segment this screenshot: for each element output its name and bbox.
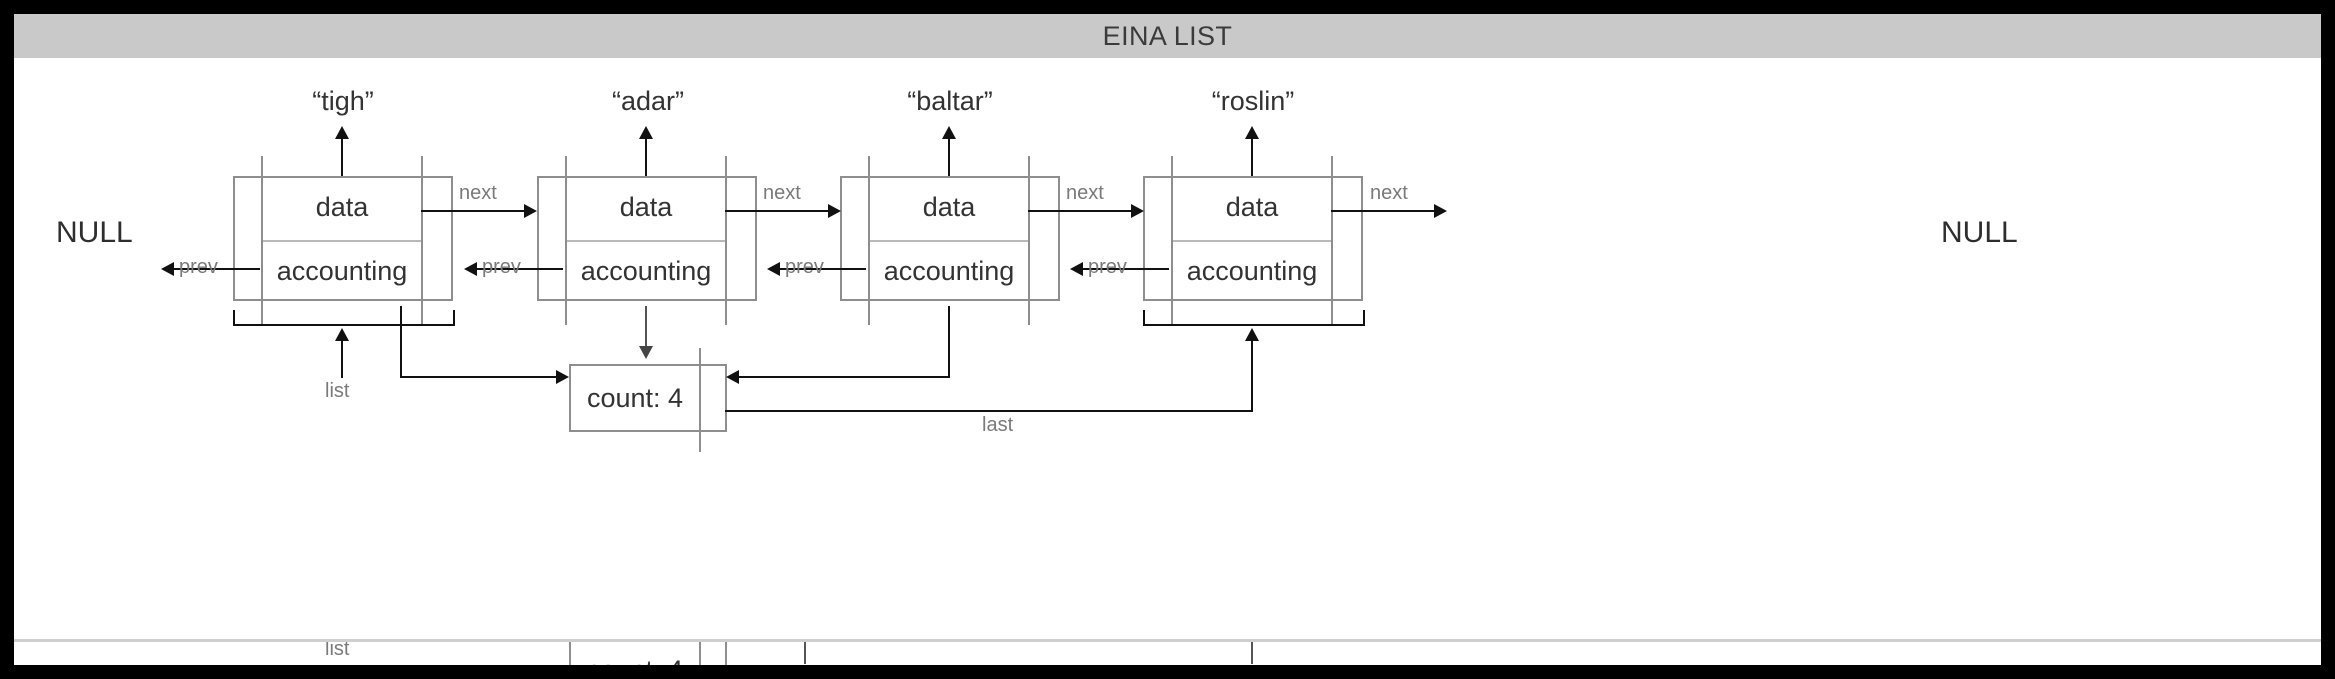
node-data-cell: data xyxy=(922,191,976,222)
node-body: data accounting xyxy=(567,178,725,299)
list-node-3[interactable]: data accounting xyxy=(840,156,1060,325)
last-pointer-shaft xyxy=(1251,338,1253,412)
clipped-next-diagram: list count: 4 xyxy=(14,642,2321,665)
next-label-3: next xyxy=(1066,182,1104,204)
next-arrow-shaft-3 xyxy=(1028,210,1133,212)
next-arrow-shaft-1 xyxy=(421,210,526,212)
node3-count-shaft xyxy=(948,306,950,376)
clipped-shaft-b xyxy=(1251,642,1253,664)
page-title: EINA LIST xyxy=(1102,20,1233,51)
node-next-divider xyxy=(421,156,423,325)
node-body: data accounting xyxy=(263,178,421,299)
count-box-divider xyxy=(699,348,701,452)
next-arrow-shaft-4 xyxy=(1331,210,1436,212)
node3-count-bar xyxy=(739,376,950,378)
data-arrow-head-2 xyxy=(639,126,653,139)
data-arrow-head-1 xyxy=(335,126,349,139)
prev-arrow-shaft-3 xyxy=(780,268,866,270)
node1-bracket-bar xyxy=(233,324,455,326)
node4-bracket-bar xyxy=(1143,324,1365,326)
clipped-count-box: count: 4 xyxy=(569,642,727,665)
node2-count-shaft xyxy=(645,306,647,348)
node-data-cell: data xyxy=(619,191,673,222)
data-arrow-head-3 xyxy=(942,126,956,139)
node-accounting-cell: accounting xyxy=(1173,240,1331,301)
prev-label-4: prev xyxy=(1088,256,1127,278)
node-prev-divider xyxy=(261,156,263,325)
node-prev-divider xyxy=(1171,156,1173,325)
clipped-count-divider xyxy=(699,642,701,665)
node-value-label-4: “roslin” xyxy=(1211,86,1295,116)
node-accounting-cell: accounting xyxy=(263,240,421,301)
list-label: list xyxy=(325,380,350,402)
node-value-label-1: “tigh” xyxy=(312,86,374,116)
node-accounting-cell: accounting xyxy=(870,240,1028,301)
node1-bracket-right-tick xyxy=(453,310,455,326)
last-pointer-bar xyxy=(725,410,1253,412)
node2-count-head xyxy=(639,346,653,359)
next-arrow-head-1 xyxy=(524,204,537,218)
node3-count-head xyxy=(726,370,739,384)
data-arrow-head-4 xyxy=(1245,126,1259,139)
next-label-2: next xyxy=(763,182,801,204)
node-data-cell: data xyxy=(315,191,369,222)
clipped-count-value: count: 4 xyxy=(571,642,699,666)
data-arrow-shaft-1 xyxy=(341,136,343,188)
last-pointer-head xyxy=(1245,328,1259,341)
prev-arrow-shaft-2 xyxy=(477,268,563,270)
clipped-shaft-a xyxy=(804,642,806,664)
prev-label-1: prev xyxy=(179,256,218,278)
prev-arrow-shaft-4 xyxy=(1083,268,1169,270)
next-arrow-head-2 xyxy=(828,204,841,218)
list-header-count-box[interactable]: count: 4 xyxy=(569,348,727,452)
diagram-canvas: “tigh” “adar” “baltar” “roslin” NULL NUL… xyxy=(14,58,2321,665)
section-separator xyxy=(14,639,2321,642)
node-next-divider xyxy=(1028,156,1030,325)
next-arrow-head-4 xyxy=(1434,204,1447,218)
prev-label-3: prev xyxy=(785,256,824,278)
count-value: count: 4 xyxy=(586,382,684,413)
prev-arrow-head-3 xyxy=(767,262,780,276)
next-label-4: next xyxy=(1370,182,1408,204)
data-arrow-shaft-2 xyxy=(645,136,647,188)
null-terminator-left: NULL xyxy=(56,216,133,249)
null-terminator-right: NULL xyxy=(1941,216,2018,249)
node1-bracket-left-tick xyxy=(233,310,235,326)
prev-arrow-head-1 xyxy=(161,262,174,276)
window-titlebar: EINA LIST xyxy=(14,14,2321,58)
prev-arrow-shaft-1 xyxy=(174,268,260,270)
node1-next-drop xyxy=(400,306,402,378)
list-node-1[interactable]: data accounting xyxy=(233,156,453,325)
last-label: last xyxy=(982,414,1014,436)
next-arrow-shaft-2 xyxy=(725,210,830,212)
prev-arrow-head-4 xyxy=(1070,262,1083,276)
node-prev-divider xyxy=(868,156,870,325)
node-data-cell: data xyxy=(1225,191,1279,222)
node1-next-to-count xyxy=(400,376,558,378)
next-label-1: next xyxy=(459,182,497,204)
data-arrow-shaft-3 xyxy=(948,136,950,188)
node-prev-divider xyxy=(565,156,567,325)
node-next-divider xyxy=(1331,156,1333,325)
prev-label-2: prev xyxy=(482,256,521,278)
list-node-4[interactable]: data accounting xyxy=(1143,156,1363,325)
node4-bracket-right-tick xyxy=(1363,310,1365,326)
node-value-label-3: “baltar” xyxy=(907,86,993,116)
clipped-list-label: list xyxy=(325,642,350,660)
node-value-label-2: “adar” xyxy=(611,86,685,116)
data-arrow-shaft-4 xyxy=(1251,136,1253,188)
node-body: data accounting xyxy=(870,178,1028,299)
list-pointer-head xyxy=(335,328,349,341)
node-next-divider xyxy=(725,156,727,325)
list-node-2[interactable]: data accounting xyxy=(537,156,757,325)
node-accounting-cell: accounting xyxy=(567,240,725,301)
node4-bracket-left-tick xyxy=(1143,310,1145,326)
node1-next-to-count-head xyxy=(556,370,569,384)
prev-arrow-head-2 xyxy=(464,262,477,276)
list-pointer-shaft xyxy=(341,338,343,378)
next-arrow-head-3 xyxy=(1131,204,1144,218)
node-body: data accounting xyxy=(1173,178,1331,299)
